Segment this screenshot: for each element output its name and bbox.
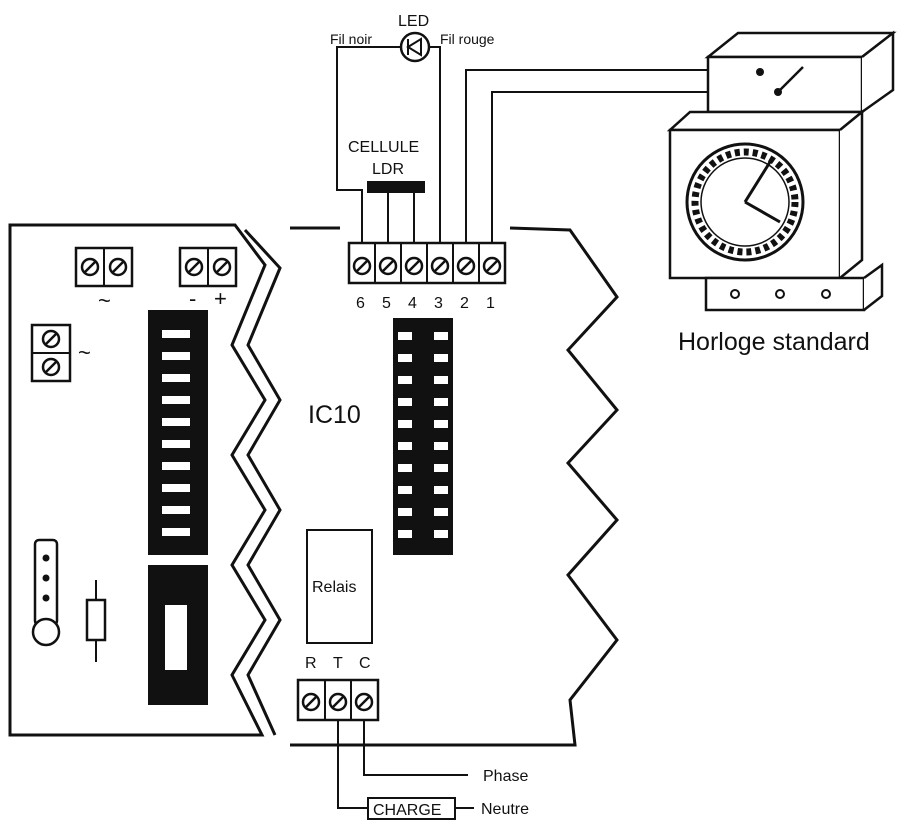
ac-side-symbol: ~	[78, 340, 91, 365]
charge-box: CHARGE	[367, 797, 456, 820]
terminal-t-label: T	[333, 655, 343, 672]
terminal-block-relay: R T C	[296, 655, 380, 722]
left-board: ~ - + ~	[8, 223, 282, 737]
phase-label: Phase	[483, 768, 528, 785]
terminal-2-label: 2	[460, 295, 469, 312]
indicator-strip	[31, 538, 61, 647]
terminal-ac-side: ~	[30, 323, 91, 383]
resistor	[85, 580, 107, 662]
led-wiring: LED Fil noir Fil rouge CELLULE LDR	[330, 13, 778, 243]
clock-switch	[756, 66, 804, 96]
cellule-label: CELLULE	[348, 139, 419, 156]
terminal-6-label: 6	[356, 295, 365, 312]
horloge-clock: Horloge standard	[666, 30, 897, 356]
main-board: 6 5 4 3 2 1 IC10	[290, 226, 619, 747]
plus-symbol: +	[214, 286, 227, 311]
terminal-block-top: 6 5 4 3 2 1	[347, 241, 507, 312]
terminal-r-label: R	[305, 655, 317, 672]
left-ic-chip	[148, 310, 208, 555]
led-symbol	[399, 31, 431, 63]
module-label: IC10	[308, 401, 361, 429]
minus-symbol: -	[189, 286, 196, 311]
ldr-symbol	[367, 181, 425, 243]
relay: Relais	[306, 529, 373, 644]
clock-dial	[685, 142, 805, 262]
ac-input-symbol: ~	[98, 288, 111, 313]
led-label: LED	[398, 13, 429, 30]
terminal-4-label: 4	[408, 295, 417, 312]
left-component-block	[148, 565, 208, 705]
terminal-5-label: 5	[382, 295, 391, 312]
fil-rouge-label: Fil rouge	[440, 31, 495, 47]
terminal-3-label: 3	[434, 295, 443, 312]
terminal-c-label: C	[359, 655, 371, 672]
terminal-dc-output: - +	[178, 246, 238, 311]
relay-label: Relais	[312, 579, 356, 596]
ldr-label: LDR	[372, 161, 404, 178]
charge-label: CHARGE	[373, 802, 441, 819]
horloge-label: Horloge standard	[678, 328, 870, 356]
ic10-chip: IC10	[308, 318, 453, 555]
neutre-label: Neutre	[481, 801, 529, 818]
output-wiring: Phase CHARGE Neutre	[337, 720, 529, 820]
fil-noir-label: Fil noir	[330, 31, 372, 47]
terminal-ac-input: ~	[74, 246, 134, 313]
terminal-1-label: 1	[486, 295, 495, 312]
